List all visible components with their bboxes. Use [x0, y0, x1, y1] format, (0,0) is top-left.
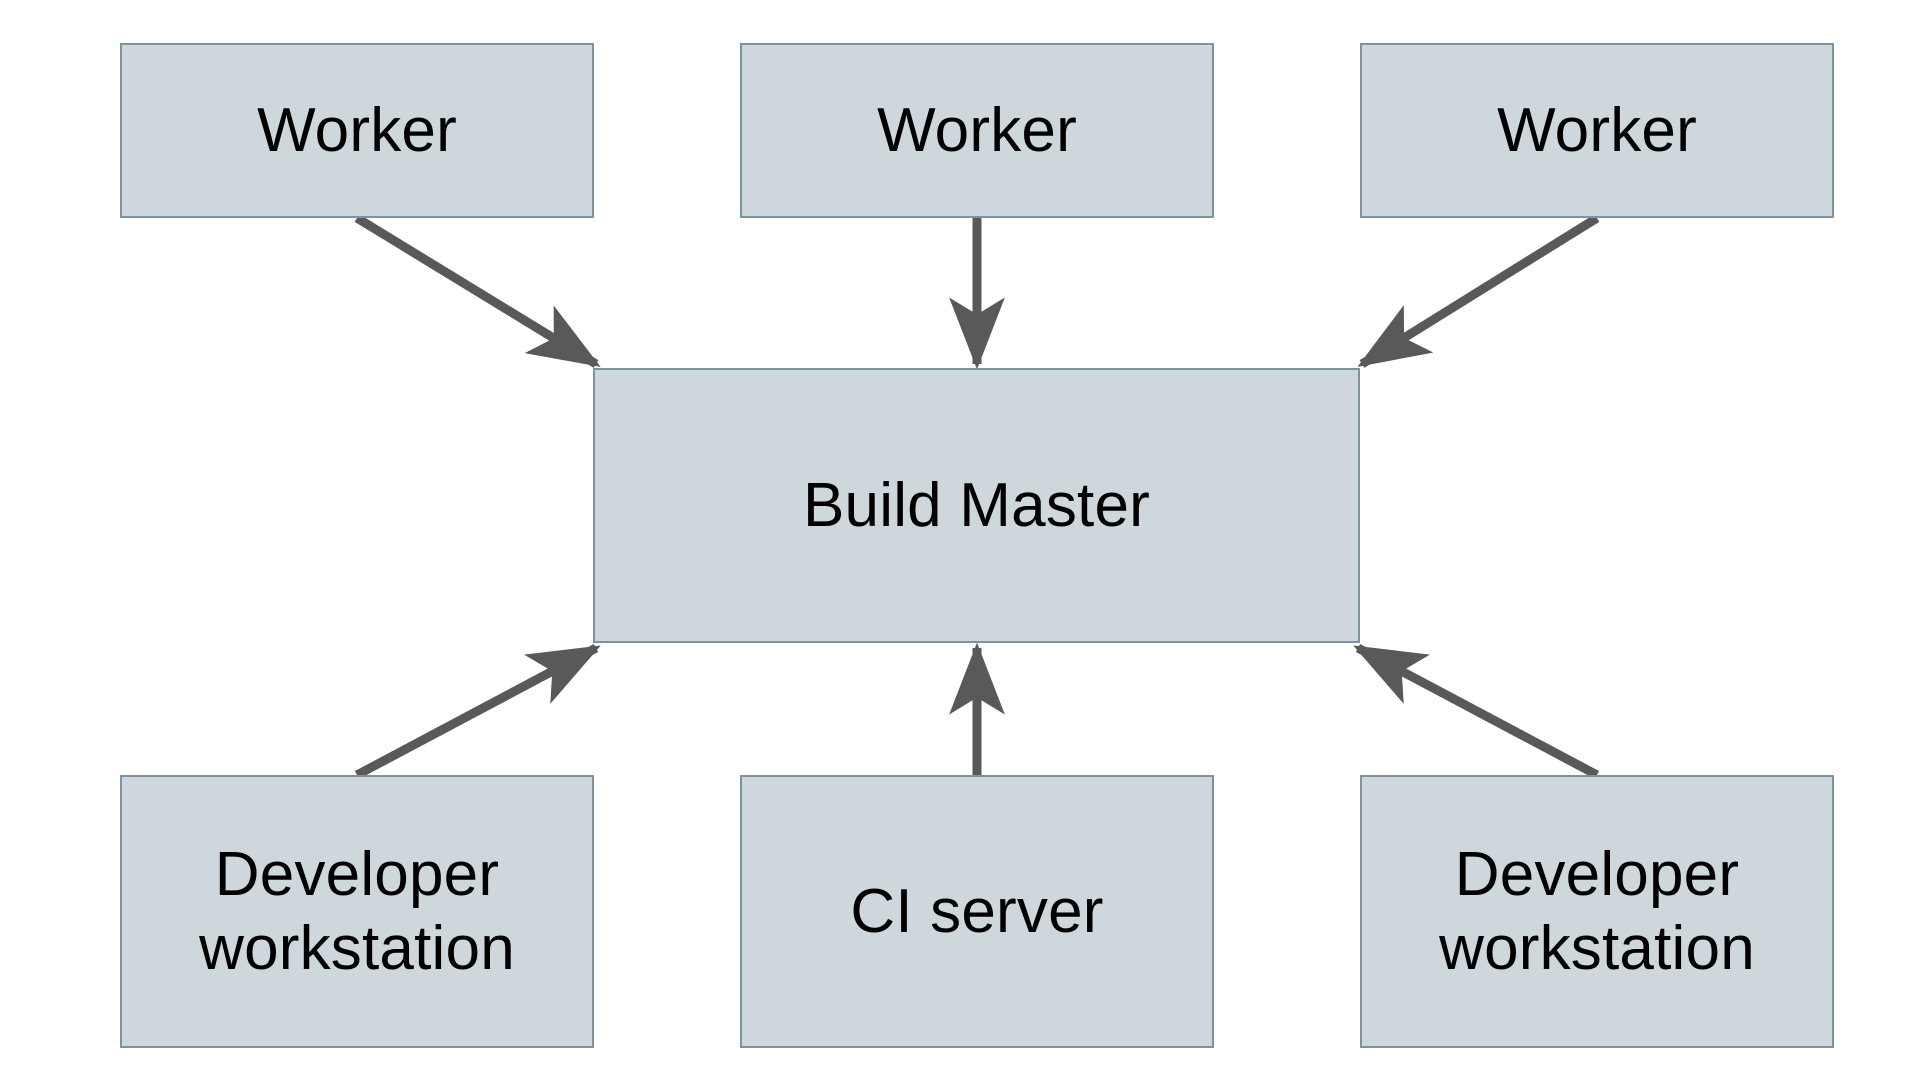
- node-developer-workstation-2[interactable]: Developer workstation: [1360, 775, 1834, 1048]
- node-build-master[interactable]: Build Master: [593, 368, 1360, 643]
- node-worker-2[interactable]: Worker: [740, 43, 1214, 218]
- node-ci-server-label: CI server: [850, 876, 1104, 946]
- node-worker-3[interactable]: Worker: [1360, 43, 1834, 218]
- edge-dev-ws-2-to-master: [1353, 644, 1600, 779]
- node-worker-1-label: Worker: [257, 95, 457, 165]
- edge-worker-1-to-master: [354, 214, 601, 368]
- edge-dev-ws-1-to-master: [354, 644, 601, 779]
- node-developer-workstation-1[interactable]: Developer workstation: [120, 775, 594, 1048]
- node-worker-2-label: Worker: [877, 95, 1077, 165]
- edge-worker-3-to-master: [1357, 214, 1600, 368]
- node-developer-workstation-2-label: Developer workstation: [1439, 840, 1755, 983]
- node-worker-3-label: Worker: [1497, 95, 1697, 165]
- node-build-master-label: Build Master: [803, 470, 1150, 540]
- node-developer-workstation-1-label: Developer workstation: [199, 840, 515, 983]
- node-worker-1[interactable]: Worker: [120, 43, 594, 218]
- node-ci-server[interactable]: CI server: [740, 775, 1214, 1048]
